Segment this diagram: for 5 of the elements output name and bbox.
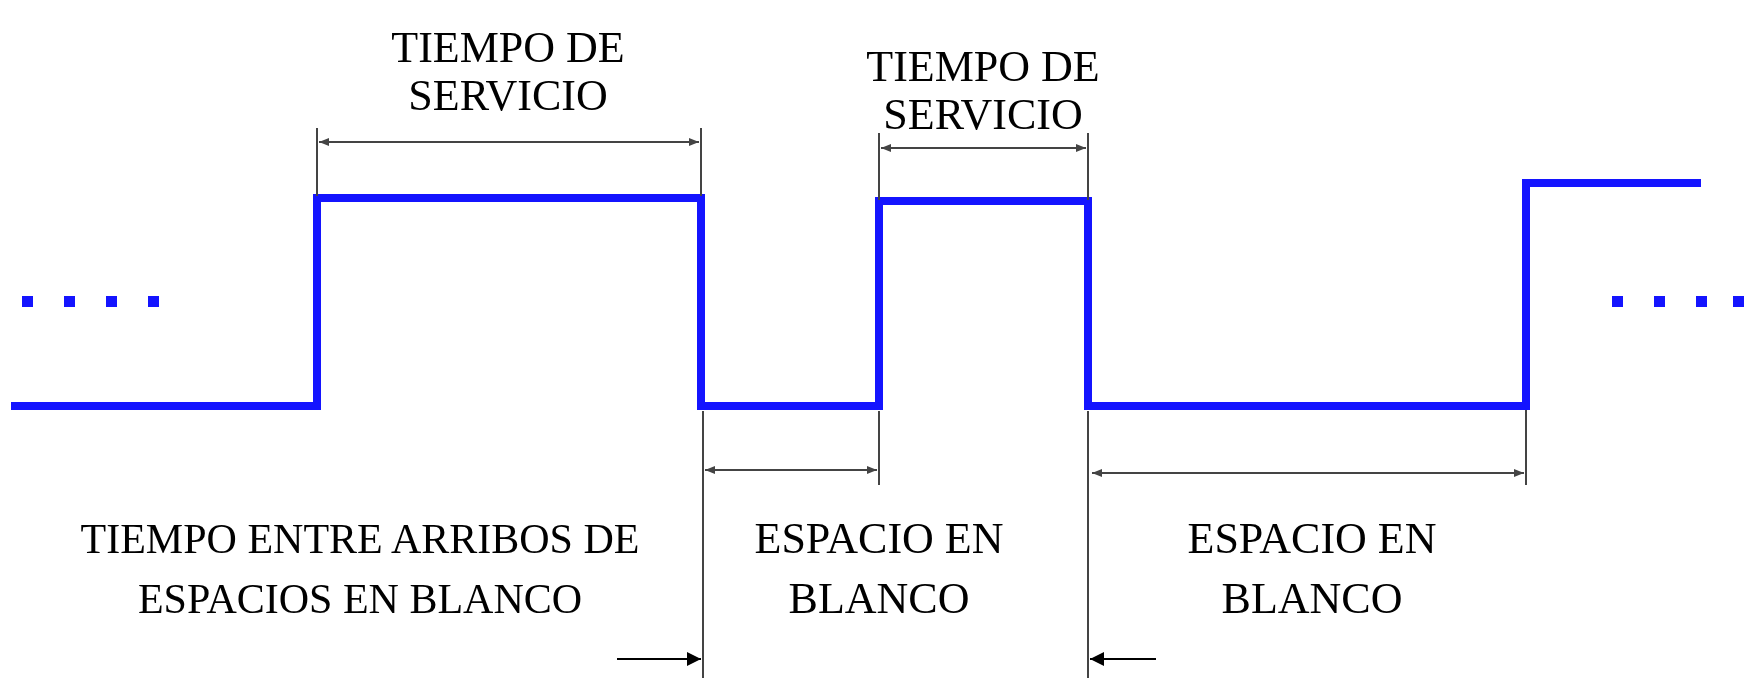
- dimension-label: TIEMPO ENTRE ARRIBOS DE ESPACIOS EN BLANCO: [79, 515, 641, 624]
- dimension-label: ESPACIO EN BLANCO: [1186, 513, 1438, 625]
- dimension-label: TIEMPO DE SERVICIO: [865, 43, 1101, 139]
- dimension-label: ESPACIO EN BLANCO: [753, 513, 1005, 625]
- dimension-label: TIEMPO DE SERVICIO: [390, 24, 626, 120]
